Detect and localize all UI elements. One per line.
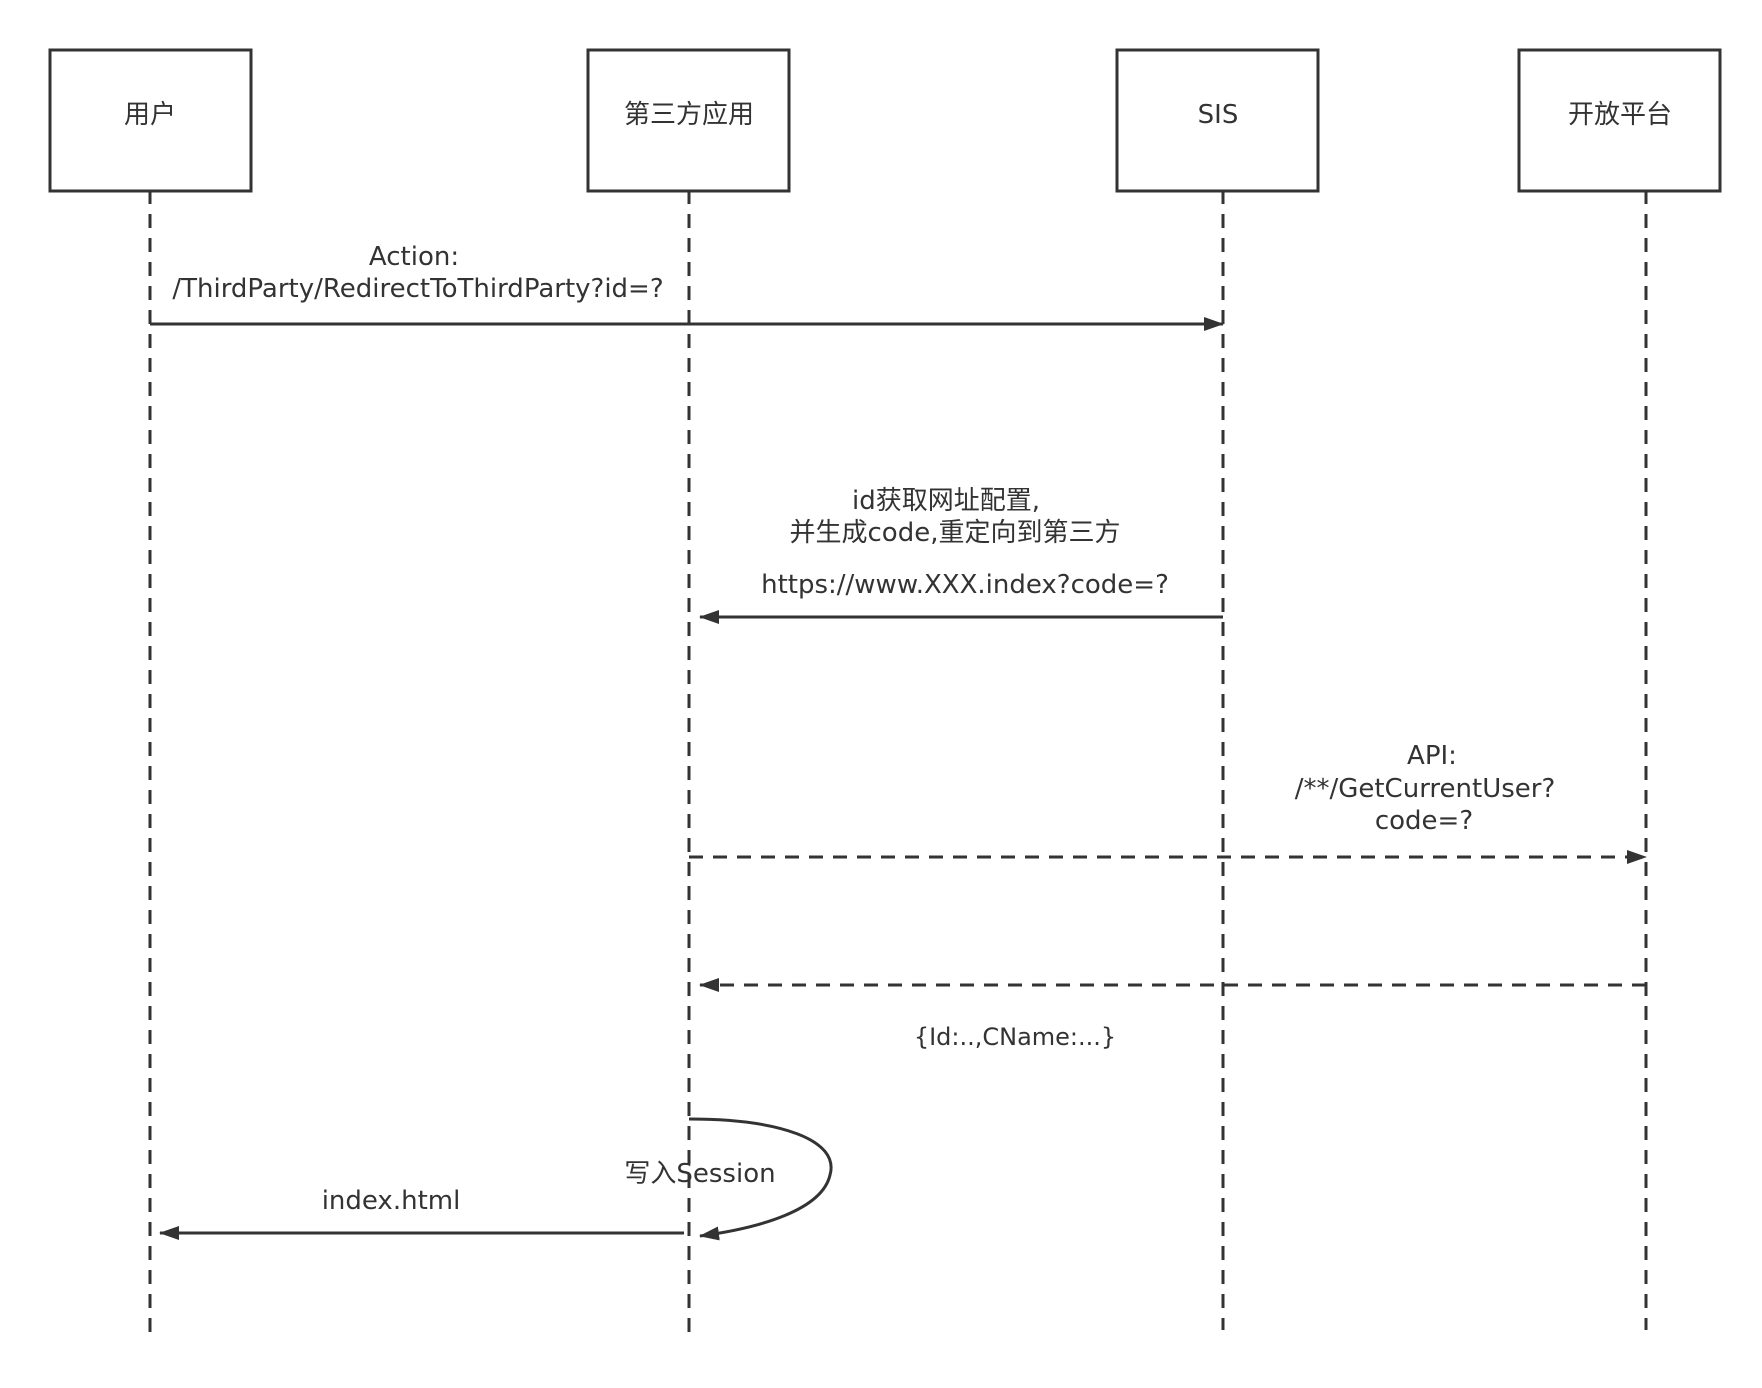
participant-label: SIS bbox=[1198, 100, 1239, 130]
message-label: API: bbox=[1407, 741, 1457, 771]
self-message-arrow bbox=[688, 1117, 833, 1241]
message-label: {Id:..,CName:...} bbox=[914, 1023, 1116, 1051]
participant-user: 用户 bbox=[48, 48, 253, 193]
participant-sis: SIS bbox=[1115, 48, 1320, 193]
participant-label: 开放平台 bbox=[1568, 100, 1672, 130]
participant-box bbox=[1115, 48, 1320, 193]
message-label: /**/GetCurrentUser? bbox=[1295, 774, 1556, 804]
message-label: https://www.XXX.index?code=? bbox=[761, 570, 1169, 600]
message-redirect-request: Action: /ThirdParty/RedirectToThirdParty… bbox=[150, 242, 1224, 331]
message-label: /ThirdParty/RedirectToThirdParty?id=? bbox=[172, 274, 663, 304]
message-api-get-current-user: API: /**/GetCurrentUser? code=? bbox=[689, 741, 1647, 864]
message-label: code=? bbox=[1375, 806, 1473, 836]
lifelines bbox=[148, 190, 1648, 1340]
message-redirect-with-code: id获取网址配置, 并生成code,重定向到第三方 https://www.XX… bbox=[699, 486, 1223, 624]
participant-label: 用户 bbox=[124, 100, 176, 130]
message-label: id获取网址配置, bbox=[852, 486, 1040, 516]
message-write-session: 写入Session bbox=[624, 1117, 833, 1241]
participant-thirdparty: 第三方应用 bbox=[586, 48, 791, 193]
message-label: Action: bbox=[369, 242, 459, 272]
participant-box bbox=[48, 48, 253, 193]
message-label: 并生成code,重定向到第三方 bbox=[790, 518, 1121, 548]
participant-label: 第三方应用 bbox=[624, 100, 754, 130]
participant-box bbox=[586, 48, 791, 193]
message-label: index.html bbox=[322, 1186, 461, 1216]
message-label: 写入Session bbox=[624, 1159, 775, 1189]
message-user-info-response: {Id:..,CName:...} bbox=[699, 978, 1646, 1051]
participant-openplatform: 开放平台 bbox=[1517, 48, 1722, 193]
participant-box bbox=[1517, 48, 1722, 193]
message-return-index: index.html bbox=[159, 1186, 684, 1240]
